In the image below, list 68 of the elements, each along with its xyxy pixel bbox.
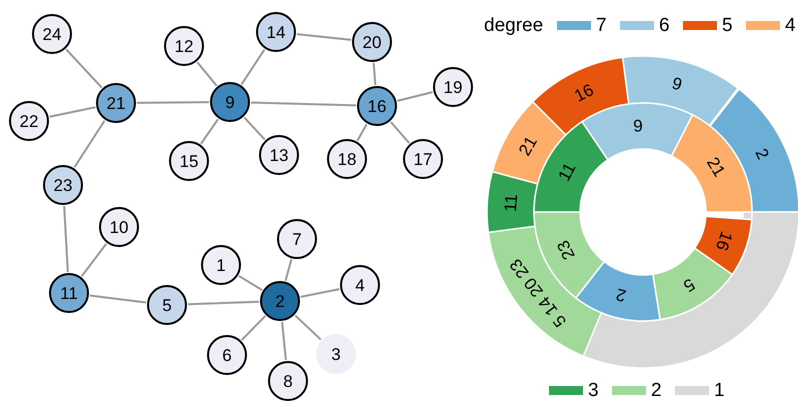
connector-line [294, 314, 322, 340]
connector-line [372, 62, 376, 86]
graph-node-circle: 15 [169, 141, 209, 181]
segment-label: 9 [632, 117, 643, 135]
graph-node-circle: 24 [32, 14, 72, 54]
segment-label: 2 [614, 286, 628, 305]
graph-node-circle: 17 [403, 139, 443, 179]
connector-line [300, 288, 340, 298]
graph-node-circle: 22 [9, 101, 49, 141]
graph-node-circle: 18 [327, 139, 367, 179]
connector-line [296, 33, 352, 41]
connector-line [284, 258, 292, 282]
connector-line [137, 101, 209, 104]
graph-node-circle: 4 [340, 265, 380, 305]
graph-node-circle: 23 [43, 165, 83, 205]
connector-line [66, 48, 102, 88]
graph-node-circle: 3 [316, 334, 356, 374]
legend-label: 6 [659, 16, 670, 35]
graph-node-circle: 1 [201, 245, 241, 285]
segment-label: 9 [670, 74, 684, 94]
graph-node-circle: 20 [352, 22, 392, 62]
connector-line [200, 118, 219, 144]
graph-node-circle: 10 [99, 207, 139, 247]
legend-label: 2 [651, 381, 662, 400]
connector-line [238, 275, 263, 291]
connector-line [80, 243, 108, 277]
segment-label: 2 [752, 146, 772, 162]
connector-line [188, 300, 260, 306]
graph-node-circle: 13 [259, 135, 299, 175]
legend-label: 7 [596, 16, 607, 35]
segment-label: 5 [680, 275, 698, 295]
legend-label: 1 [714, 381, 725, 400]
graph-node-circle: 7 [277, 219, 317, 259]
graph-node-circle: 2 [260, 281, 300, 321]
connector-line [49, 106, 96, 118]
graph-node-circle: 21 [96, 83, 136, 123]
graph-node-circle: 8 [268, 361, 308, 401]
graph-node-circle: 6 [207, 335, 247, 375]
graph-node-circle: 14 [256, 12, 296, 52]
segment-label: 11 [555, 160, 579, 184]
connector-line [74, 120, 106, 168]
legend-label: 3 [588, 381, 599, 400]
segment-label: 21 [704, 154, 728, 180]
connector-line [240, 49, 266, 85]
connector-line [390, 121, 410, 144]
connector-line [63, 206, 69, 272]
legend-label: 5 [722, 16, 733, 35]
connector-line [241, 315, 266, 341]
connector-line [281, 322, 287, 360]
segment-label: 23 [554, 237, 578, 262]
graph-node-circle: 12 [164, 26, 204, 66]
graph-node-circle: 19 [433, 67, 473, 107]
segment-label: 21 [516, 133, 540, 158]
graph-node-circle: 9 [210, 82, 250, 122]
segment-label: 11 [502, 194, 520, 213]
legend-title: degree [484, 16, 544, 35]
graph-node-circle: 11 [49, 273, 89, 313]
graph-node-circle: 16 [357, 86, 397, 126]
legend-label: 4 [785, 16, 796, 35]
segment-label: 16 [712, 228, 736, 252]
connector-line [90, 294, 146, 304]
segment-label: 16 [572, 81, 597, 105]
connector-line [196, 62, 218, 86]
connector-line [244, 116, 266, 140]
graph-node-circle: 5 [147, 285, 187, 325]
connector-line [397, 91, 433, 102]
connector-line [250, 102, 356, 106]
connector-line [356, 124, 368, 142]
